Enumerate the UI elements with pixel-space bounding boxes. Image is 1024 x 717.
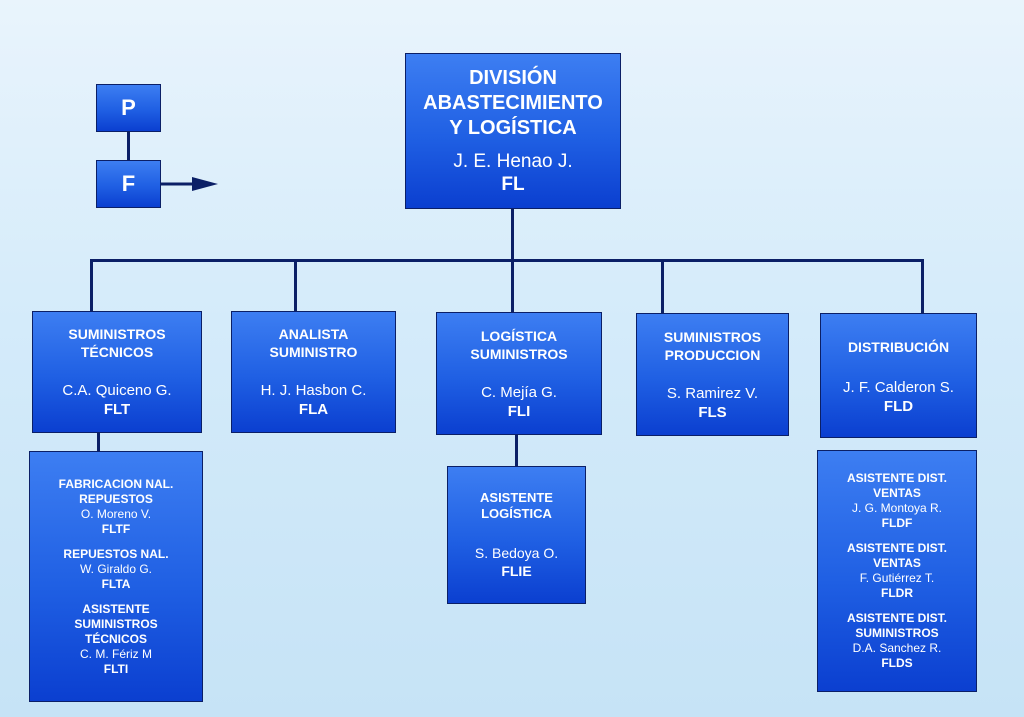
sub-title-line2: VENTAS xyxy=(873,556,921,570)
unit-person: C.A. Quiceno G. xyxy=(62,382,172,399)
legend-p-label: P xyxy=(121,95,136,120)
connector-sub-logistica xyxy=(515,434,518,467)
unit-person: C. Mejía G. xyxy=(481,383,557,401)
unit-box-suministros-tecnicos: SUMINISTROS TÉCNICOS C.A. Quiceno G. FLT xyxy=(32,311,202,433)
unit-code: FLS xyxy=(698,403,727,421)
unit-title-line1: SUMINISTROS xyxy=(663,328,762,345)
unit-code: FLD xyxy=(883,398,914,415)
connector-unit-1 xyxy=(90,259,93,312)
unit-title-line1: ANALISTA xyxy=(278,326,349,342)
sub-person: O. Moreno V. xyxy=(80,506,152,521)
unit-code: FLI xyxy=(507,402,531,420)
connector-unit-2 xyxy=(294,259,297,312)
unit-code: FLA xyxy=(298,401,329,418)
sub-title-line2: REPUESTOS xyxy=(79,491,153,506)
unit-title-line1: SUMINISTROS xyxy=(68,326,166,342)
sub-title-line1: REPUESTOS NAL. xyxy=(63,546,169,561)
sub-person: F. Gutiérrez T. xyxy=(859,571,935,585)
arrow-right-icon xyxy=(160,177,218,191)
connector-horizontal-bus xyxy=(90,259,924,262)
unit-title-line2: SUMINISTRO xyxy=(269,344,358,360)
unit-person: H. J. Hasbon C. xyxy=(260,382,367,399)
sub-code: FLDF xyxy=(881,516,913,530)
sub-code: FLDR xyxy=(881,586,913,600)
unit-box-suministros-produccion: SUMINISTROS PRODUCCION S. Ramirez V. FLS xyxy=(636,313,789,436)
sub-person: J. G. Montoya R. xyxy=(851,501,943,515)
sub-title-line1: ASISTENTE xyxy=(82,601,150,616)
unit-title-line2: TÉCNICOS xyxy=(80,344,154,360)
legend-p-box: P xyxy=(96,84,161,132)
unit-box-logistica-suministros: LOGÍSTICA SUMINISTROS C. Mejía G. FLI xyxy=(436,312,602,435)
legend-f-box: F xyxy=(96,160,161,208)
head-code: FL xyxy=(501,174,525,195)
head-person: J. E. Henao J. xyxy=(453,151,573,172)
legend-f-label: F xyxy=(121,171,136,196)
unit-person: J. F. Calderon S. xyxy=(843,379,954,396)
sub-code: FLTA xyxy=(101,576,131,591)
unit-box-distribucion: DISTRIBUCIÓN J. F. Calderon S. FLD xyxy=(820,313,977,438)
unit-title-line1: LOGÍSTICA xyxy=(480,327,558,344)
connector-unit-4 xyxy=(661,259,664,313)
sub-title-line2: SUMINISTROS xyxy=(74,616,158,631)
sub-person: S. Bedoya O. xyxy=(474,545,559,561)
connector-legend xyxy=(127,131,130,160)
sub-title-line2: LOGÍSTICA xyxy=(481,506,552,521)
sub-box-distribucion: ASISTENTE DIST. VENTAS J. G. Montoya R. … xyxy=(817,450,977,692)
head-title-line3: Y LOGÍSTICA xyxy=(449,117,577,139)
unit-box-analista-suministro: ANALISTA SUMINISTRO H. J. Hasbon C. FLA xyxy=(231,311,396,433)
head-title-line1: DIVISIÓN xyxy=(469,67,557,89)
connector-unit-5 xyxy=(921,259,924,314)
sub-code: FLTF xyxy=(101,521,131,536)
sub-title-line1: FABRICACION NAL. xyxy=(58,476,174,491)
sub-person: D.A. Sanchez R. xyxy=(852,641,942,655)
unit-person: S. Ramirez V. xyxy=(666,384,759,402)
unit-code: FLT xyxy=(103,401,131,418)
sub-code: FLDS xyxy=(881,656,913,670)
connector-head-down xyxy=(511,207,514,261)
sub-person: C. M. Fériz M xyxy=(80,646,152,661)
sub-title-line1: ASISTENTE DIST. xyxy=(846,471,947,485)
sub-title-line2: SUMINISTROS xyxy=(855,626,939,640)
sub-title-line2: VENTAS xyxy=(873,486,921,500)
connector-unit-3 xyxy=(511,259,514,313)
sub-code: FLIE xyxy=(501,563,532,579)
head-title-line2: ABASTECIMIENTO xyxy=(423,92,603,114)
sub-title-line3: TÉCNICOS xyxy=(84,631,147,646)
sub-title-line1: ASISTENTE DIST. xyxy=(846,611,947,625)
unit-title-line2: SUMINISTROS xyxy=(470,345,568,362)
sub-person: W. Giraldo G. xyxy=(79,561,153,576)
unit-title-line1: DISTRIBUCIÓN xyxy=(847,339,950,355)
head-division-box: DIVISIÓN ABASTECIMIENTO Y LOGÍSTICA J. E… xyxy=(405,53,621,209)
sub-code: FLTI xyxy=(103,661,129,676)
unit-title-line2: PRODUCCION xyxy=(664,346,761,363)
sub-title-line1: ASISTENTE DIST. xyxy=(846,541,947,555)
sub-box-asistente-logistica: ASISTENTE LOGÍSTICA S. Bedoya O. FLIE xyxy=(447,466,586,604)
connector-sub-tecnicos xyxy=(97,432,100,451)
sub-box-suministros-tecnicos: FABRICACION NAL. REPUESTOS O. Moreno V. … xyxy=(29,451,203,702)
sub-title-line1: ASISTENTE xyxy=(480,490,553,505)
